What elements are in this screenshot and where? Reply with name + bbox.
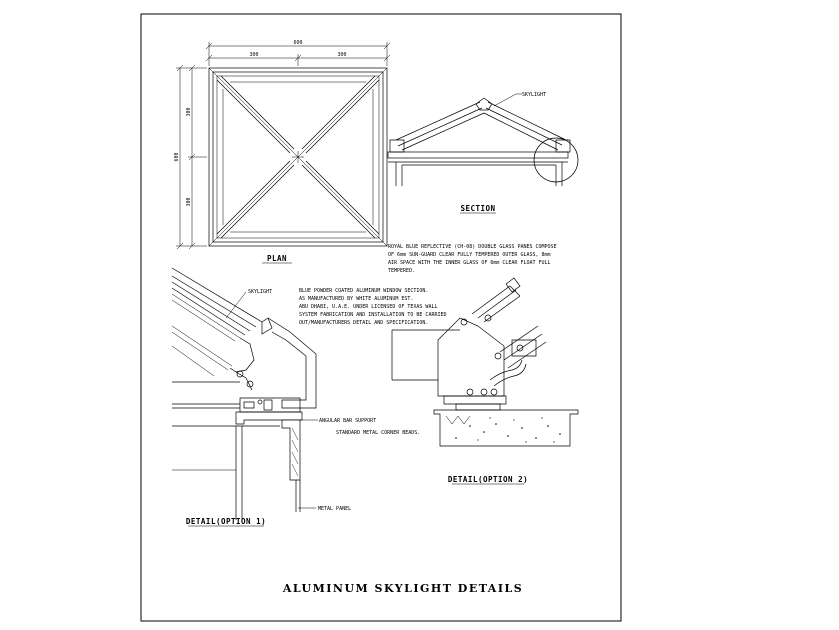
plan-view <box>208 67 388 247</box>
detail1-note: BLUE POWDER COATED ALUMINUM WINDOW SECTI… <box>299 288 447 326</box>
section-title: SECTION <box>460 204 495 213</box>
detail1-skylight-label: SKYLIGHT <box>248 289 272 295</box>
detail2-concrete-hatch <box>455 417 561 443</box>
plan-dim-half-right: 300 <box>337 52 346 58</box>
detail1-drawing <box>171 267 317 520</box>
detail2-note-line: ROYAL BLUE REFLECTIVE (CH-08) DOUBLE GLA… <box>388 244 557 250</box>
sheet-title: ALUMINUM SKYLIGHT DETAILS <box>282 582 523 595</box>
detail1-note-line: AS MANUFACTURED BY WHITE ALUMINUM EST. <box>299 296 413 302</box>
sheet-border <box>140 13 622 622</box>
detail2-drawing <box>391 277 579 447</box>
detail1-note-line: BLUE POWDER COATED ALUMINUM WINDOW SECTI… <box>299 288 428 294</box>
section-skylight-label: SKYLIGHT <box>522 92 546 98</box>
detail1-note-line: SYSTEM FABRICATION AND INSTALLATION TO B… <box>299 312 447 318</box>
detail2-title: DETAIL(OPTION 2) <box>448 475 528 484</box>
section-skylight-leader <box>493 93 517 107</box>
detail1-skylight-leader <box>225 291 247 319</box>
plan-title: PLAN <box>267 254 287 263</box>
detail2-note-line: TEMPERED. <box>388 268 415 274</box>
section-view <box>387 97 579 186</box>
plan-dim-total-side: 600 <box>174 152 180 161</box>
detail1-corner-beads-label: STANDARD METAL CORNER BEADS. <box>336 430 420 436</box>
detail1-note-line: OUT/MANUFACTURERS DETAIL AND SPECIFICATI… <box>299 320 428 326</box>
plan-dim-total: 600 <box>293 40 302 46</box>
plan-dimensions <box>176 42 391 250</box>
detail2-note: ROYAL BLUE REFLECTIVE (CH-08) DOUBLE GLA… <box>388 244 557 274</box>
detail2-note-line: OF 6mm SUN-GUARD CLEAR FULLY TEMPERED OU… <box>388 252 551 258</box>
detail1-angular-label: ANGULAR BAR SUPPORT <box>319 418 376 424</box>
plan-dim-side-top: 300 <box>186 107 192 116</box>
plan-dim-half-left: 300 <box>249 52 258 58</box>
detail2-note-line: AIR SPACE WITH THE INNER GLASS OF 6mm CL… <box>388 260 551 266</box>
plan-dim-side-bottom: 300 <box>186 197 192 206</box>
detail1-panel-label: METAL PANEL <box>318 506 351 512</box>
detail1-note-line: ABU DHABI, U.A.E. UNDER LICENSED OF TEXA… <box>299 304 437 310</box>
detail1-title: DETAIL(OPTION 1) <box>186 517 266 526</box>
